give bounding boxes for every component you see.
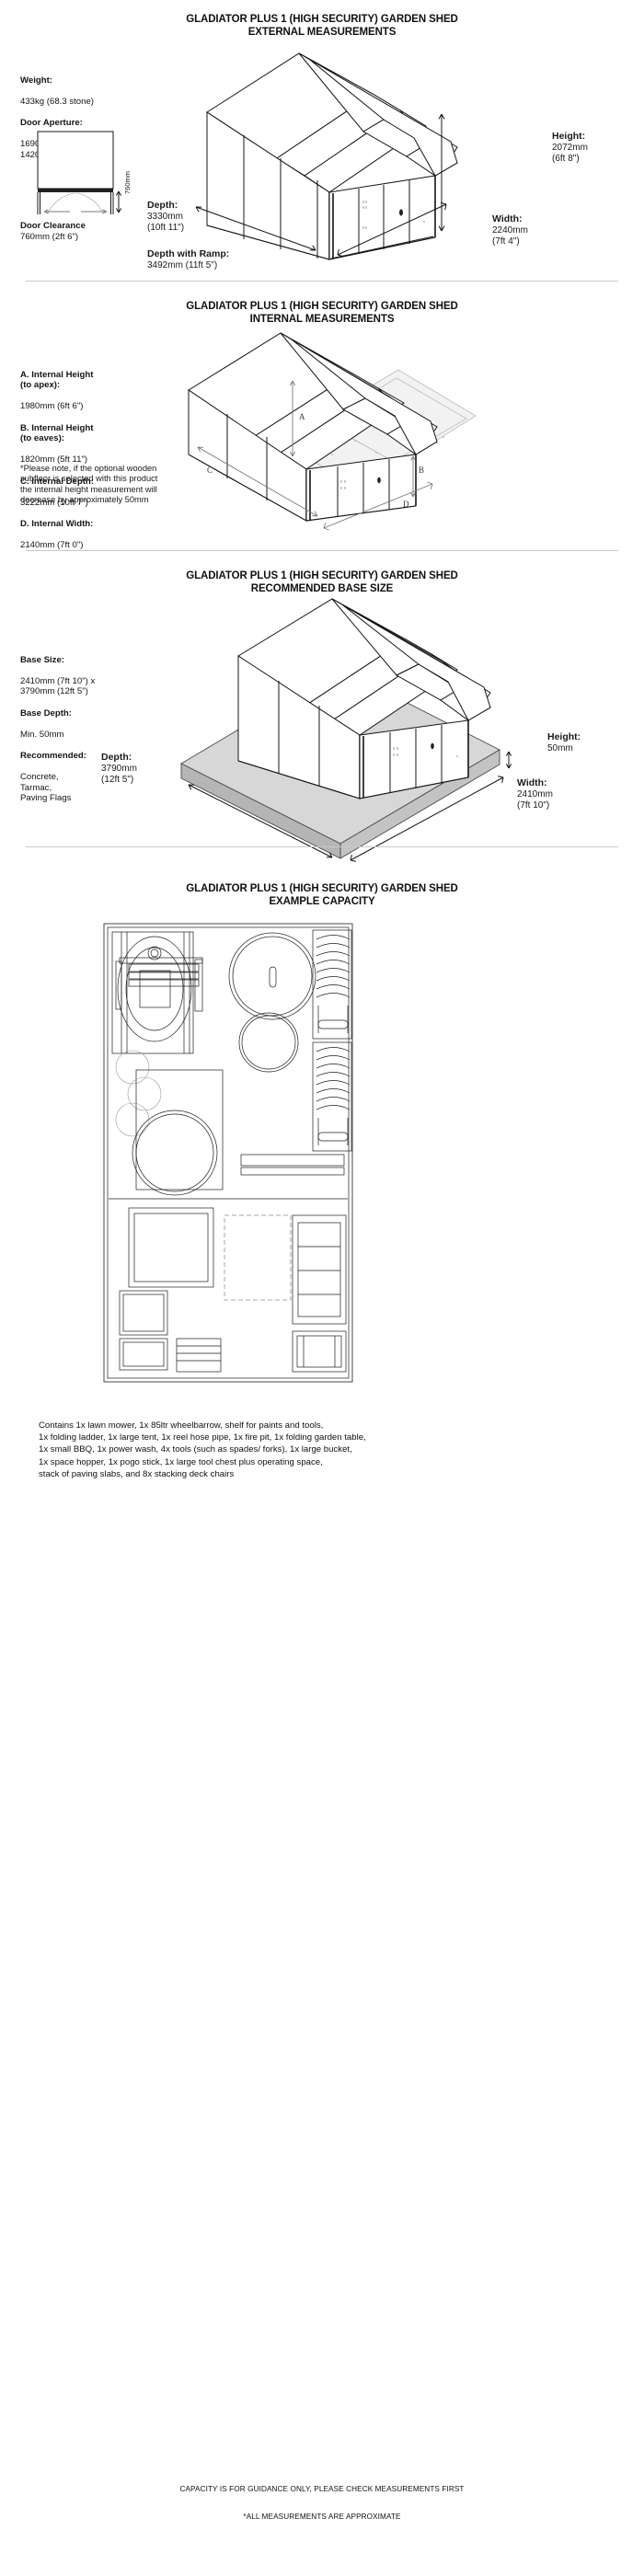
spec-internal-width-value: 2140mm (7ft 0") (20, 540, 84, 551)
section-title-external: GLADIATOR PLUS 1 (HIGH SECURITY) GARDEN … (0, 13, 644, 39)
contents-line-2: 1x folding ladder, 1x large tent, 1x ree… (39, 1432, 366, 1443)
title-line-2: INTERNAL MEASUREMENTS (249, 314, 395, 325)
spec-base-depth-label: Base Depth: (20, 707, 72, 719)
base-width-dim: Width: 2410mm (7ft 10") (517, 766, 627, 822)
spec-base-size-value: 2410mm (7ft 10") x 3790mm (12ft 5") (20, 675, 96, 697)
external-width-value: 2240mm (7ft 4") (492, 225, 528, 247)
title-line-2: EXTERNAL MEASUREMENTS (247, 27, 397, 38)
section-external-measurements: GLADIATOR PLUS 1 (HIGH SECURITY) GARDEN … (0, 0, 644, 276)
spec-weight-label: Weight: (20, 75, 52, 86)
title-line-1: GLADIATOR PLUS 1 (HIGH SECURITY) GARDEN … (186, 570, 458, 581)
divider-2 (26, 550, 618, 551)
base-width-label: Width: (517, 777, 547, 788)
contents-line-1: Contains 1x lawn mower, 1x 85ltr wheelba… (39, 1420, 324, 1431)
external-width-dim: Width: 2240mm (7ft 4") (492, 202, 593, 259)
divider-3 (26, 846, 618, 847)
title-line-1: GLADIATOR PLUS 1 (HIGH SECURITY) GARDEN … (186, 883, 458, 894)
spec-internal-depth-value: 3222mm (10ft 7") (20, 497, 88, 508)
marker-d-letter: D (403, 500, 409, 509)
marker-c-letter: C (207, 466, 213, 475)
capacity-contents-list: Contains 1x lawn mower, 1x 85ltr wheelba… (39, 1420, 609, 1480)
spec-door-aperture-label: Door Aperture: (20, 117, 83, 128)
external-depth-value: 3330mm (10ft 11") (147, 212, 185, 233)
section-title-internal: GLADIATOR PLUS 1 (HIGH SECURITY) GARDEN … (0, 300, 644, 326)
base-depth-dim: Depth: 3790mm (12ft 5") (101, 741, 212, 797)
title-line-1: GLADIATOR PLUS 1 (HIGH SECURITY) GARDEN … (186, 14, 458, 25)
base-depth-dim-value: 3790mm (12ft 5") (101, 764, 137, 785)
footer: CAPACITY IS FOR GUIDANCE ONLY, PLEASE CH… (0, 2484, 644, 2523)
spec-internal-height-eaves-label: B. Internal Height (to eaves): (20, 422, 94, 444)
section-title-capacity: GLADIATOR PLUS 1 (HIGH SECURITY) GARDEN … (0, 882, 644, 908)
contents-line-4: 1x space hopper, 1x pogo stick, 1x large… (39, 1456, 323, 1467)
section-recommended-base-size: GLADIATOR PLUS 1 (HIGH SECURITY) GARDEN … (0, 557, 644, 862)
spec-internal-height-eaves-value: 1820mm (5ft 11") (20, 454, 88, 466)
section-title-base: GLADIATOR PLUS 1 (HIGH SECURITY) GARDEN … (0, 569, 644, 595)
door-clearance-value: 760mm (2ft 6") (20, 231, 79, 242)
contents-line-3: 1x small BBQ, 1x power wash, 4x tools (s… (39, 1444, 352, 1455)
shed-internal-isometric: A B C D (188, 332, 477, 531)
external-depth-ramp-value: 3492mm (11ft 5") (147, 260, 218, 270)
external-width-label: Width: (492, 213, 523, 224)
title-line-1: GLADIATOR PLUS 1 (HIGH SECURITY) GARDEN … (186, 301, 458, 312)
spec-internal-depth-label: C. Internal Depth: (20, 476, 94, 487)
external-height-dim: Height: 2072mm (6ft 8") (552, 120, 639, 176)
title-line-2: RECOMMENDED BASE SIZE (250, 583, 394, 594)
external-height-value: 2072mm (6ft 8") (552, 143, 588, 164)
contents-line-5: stack of paving slabs, and 8x stacking d… (39, 1468, 235, 1479)
spec-internal-width-label: D. Internal Width: (20, 518, 94, 529)
capacity-floor-plan (103, 923, 353, 1383)
title-line-2: EXAMPLE CAPACITY (269, 896, 375, 907)
external-depth-label: Depth: (147, 200, 178, 211)
spec-internal-height-apex-value: 1980mm (6ft 6") (20, 401, 84, 412)
door-clearance-label: Door Clearance (20, 221, 86, 231)
external-depth-ramp-label: Depth with Ramp: (147, 248, 230, 259)
footer-guidance-note: CAPACITY IS FOR GUIDANCE ONLY, PLEASE CH… (179, 2485, 465, 2493)
base-width-value: 2410mm (7ft 10") (517, 789, 553, 811)
shed-on-base-isometric (180, 598, 512, 862)
marker-a-letter: A (299, 412, 305, 421)
spec-base-recommended-value: Concrete, Tarmac, Paving Flags (20, 772, 72, 804)
base-height-dim: Height: 50mm (547, 720, 630, 765)
footer-approximate-note: *ALL MEASUREMENTS ARE APPROXIMATE (243, 2513, 401, 2521)
internal-specs: A. Internal Height (to apex): 1980mm (6f… (20, 359, 181, 561)
internal-subfloor-note: *Please note, if the optional wooden sub… (20, 464, 158, 505)
spec-weight-value: 433kg (68.3 stone) (20, 96, 95, 107)
section-example-capacity: GLADIATOR PLUS 1 (HIGH SECURITY) GARDEN … (0, 869, 644, 2576)
base-specs: Base Size: 2410mm (7ft 10") x 3790mm (12… (20, 644, 186, 815)
door-clearance-block: Door Clearance 760mm (2ft 6") (20, 221, 186, 242)
external-height-label: Height: (552, 131, 586, 142)
spec-base-recommended-label: Recommended: (20, 750, 86, 761)
marker-b-letter: B (419, 466, 424, 475)
external-depth-ramp-dim: Depth with Ramp: 3492mm (11ft 5") (147, 237, 350, 282)
spec-base-size-label: Base Size: (20, 654, 64, 665)
divider-1 (26, 281, 618, 282)
external-depth-dim: Depth: 3330mm (10ft 11") (147, 189, 267, 245)
spec-base-depth-value: Min. 50mm (20, 729, 64, 740)
base-height-label: Height: (547, 731, 581, 742)
section-internal-measurements: GLADIATOR PLUS 1 (HIGH SECURITY) GARDEN … (0, 287, 644, 554)
shed-external-isometric (195, 52, 458, 260)
base-height-value: 50mm (547, 743, 573, 753)
door-clearance-diagram (37, 131, 122, 214)
spec-internal-height-apex-label: A. Internal Height (to apex): (20, 369, 94, 391)
base-depth-dim-label: Depth: (101, 752, 132, 763)
